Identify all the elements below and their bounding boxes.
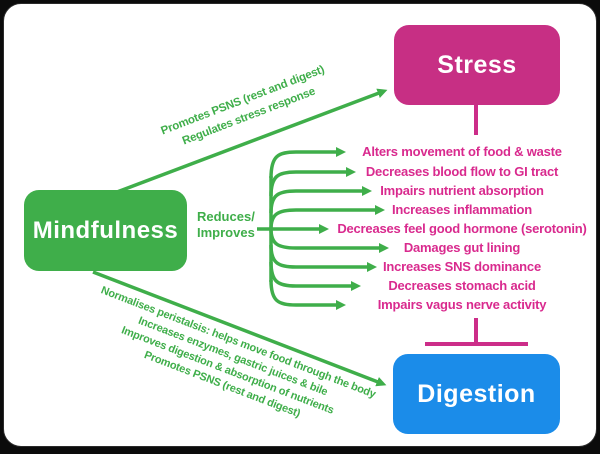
node-mindfulness: Mindfulness bbox=[24, 190, 187, 271]
stress-effect-item: Damages gut lining bbox=[403, 240, 521, 255]
stress-effect-item: Decreases stomach acid bbox=[388, 278, 536, 293]
stress-effect-item: Impairs vagus nerve activity bbox=[377, 297, 547, 312]
edge-label-line: Promotes PSNS (rest and digest) bbox=[159, 63, 327, 138]
reduces-improves-label: Reduces/ Improves bbox=[197, 209, 255, 241]
stress-effect-item: Decreases feel good hormone (serotonin) bbox=[337, 221, 587, 236]
stress-effect-item: Alters movement of food & waste bbox=[362, 144, 562, 159]
stress-effect-item: Decreases blood flow to GI tract bbox=[365, 164, 559, 179]
reduces-label-line1: Reduces/ bbox=[197, 209, 255, 224]
node-stress: Stress bbox=[394, 25, 560, 105]
stress-effect-item: Increases SNS dominance bbox=[383, 259, 541, 274]
node-digestion: Digestion bbox=[393, 354, 560, 434]
stress-effect-item: Impairs nutrient absorption bbox=[380, 183, 544, 198]
reduces-label-line2: Improves bbox=[197, 225, 255, 240]
stress-effect-item: Increases inflammation bbox=[391, 202, 533, 217]
diagram-canvas: Mindfulness Stress Digestion Promotes PS… bbox=[3, 3, 597, 447]
